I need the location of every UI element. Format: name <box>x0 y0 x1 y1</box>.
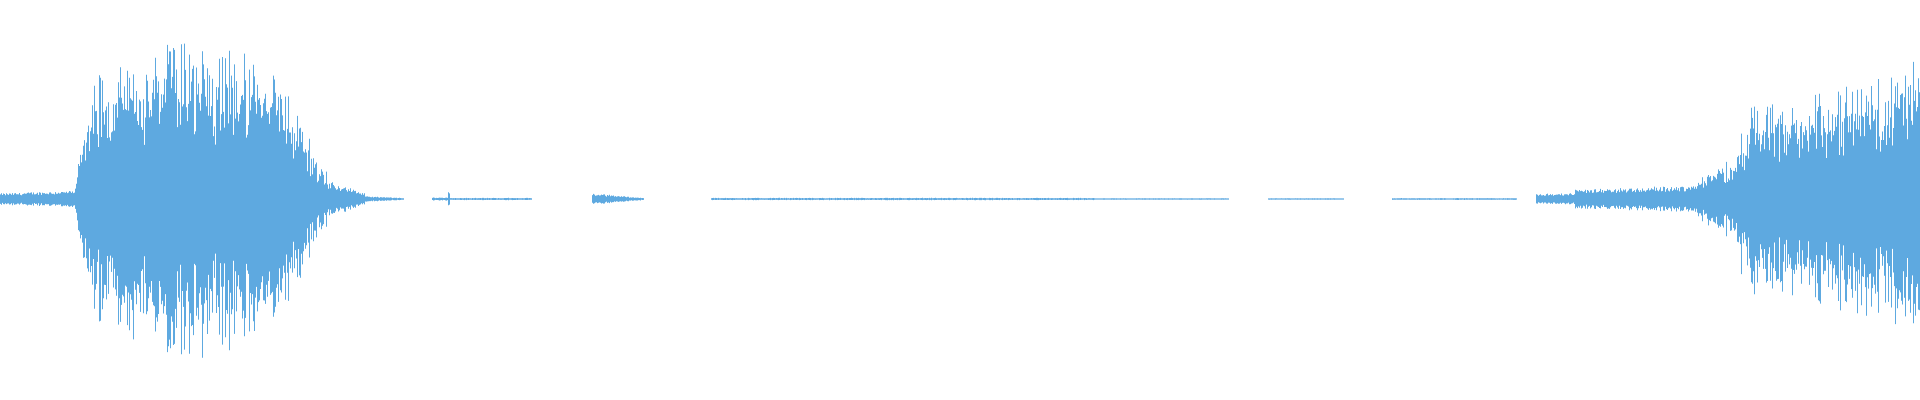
waveform-path <box>0 43 1920 358</box>
waveform-bars <box>0 43 1920 358</box>
